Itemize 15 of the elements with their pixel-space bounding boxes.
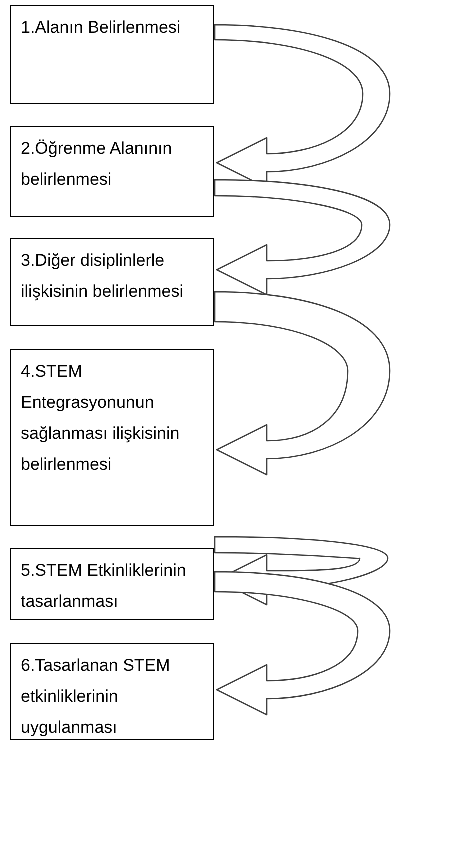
step-box: [10, 349, 214, 526]
step-text: 2.Öğrenme Alanının belirlenmesi: [21, 138, 174, 191]
step-text: 4.STEM Entegrasyonunun sağlanması ilişkisinin belirlenmesi: [21, 361, 181, 476]
step-box: [10, 238, 214, 326]
curved-arrow: [214, 571, 391, 716]
step-box: [10, 5, 214, 104]
step-box: [10, 643, 214, 740]
step-box: [10, 126, 214, 217]
step-text: 6.Tasarlanan STEM etkinliklerinin uygulanması: [21, 655, 172, 739]
step-box: [10, 548, 214, 620]
step-text: 3.Diğer disiplinlerle ilişkisinin belirlenmesi: [21, 250, 184, 303]
curved-arrow: [214, 291, 391, 476]
curved-arrow: [214, 179, 391, 296]
step-text: 1.Alanın Belirlenmesi: [21, 17, 182, 39]
step-text: 5.STEM Etkinliklerinin tasarlanması: [21, 560, 188, 613]
